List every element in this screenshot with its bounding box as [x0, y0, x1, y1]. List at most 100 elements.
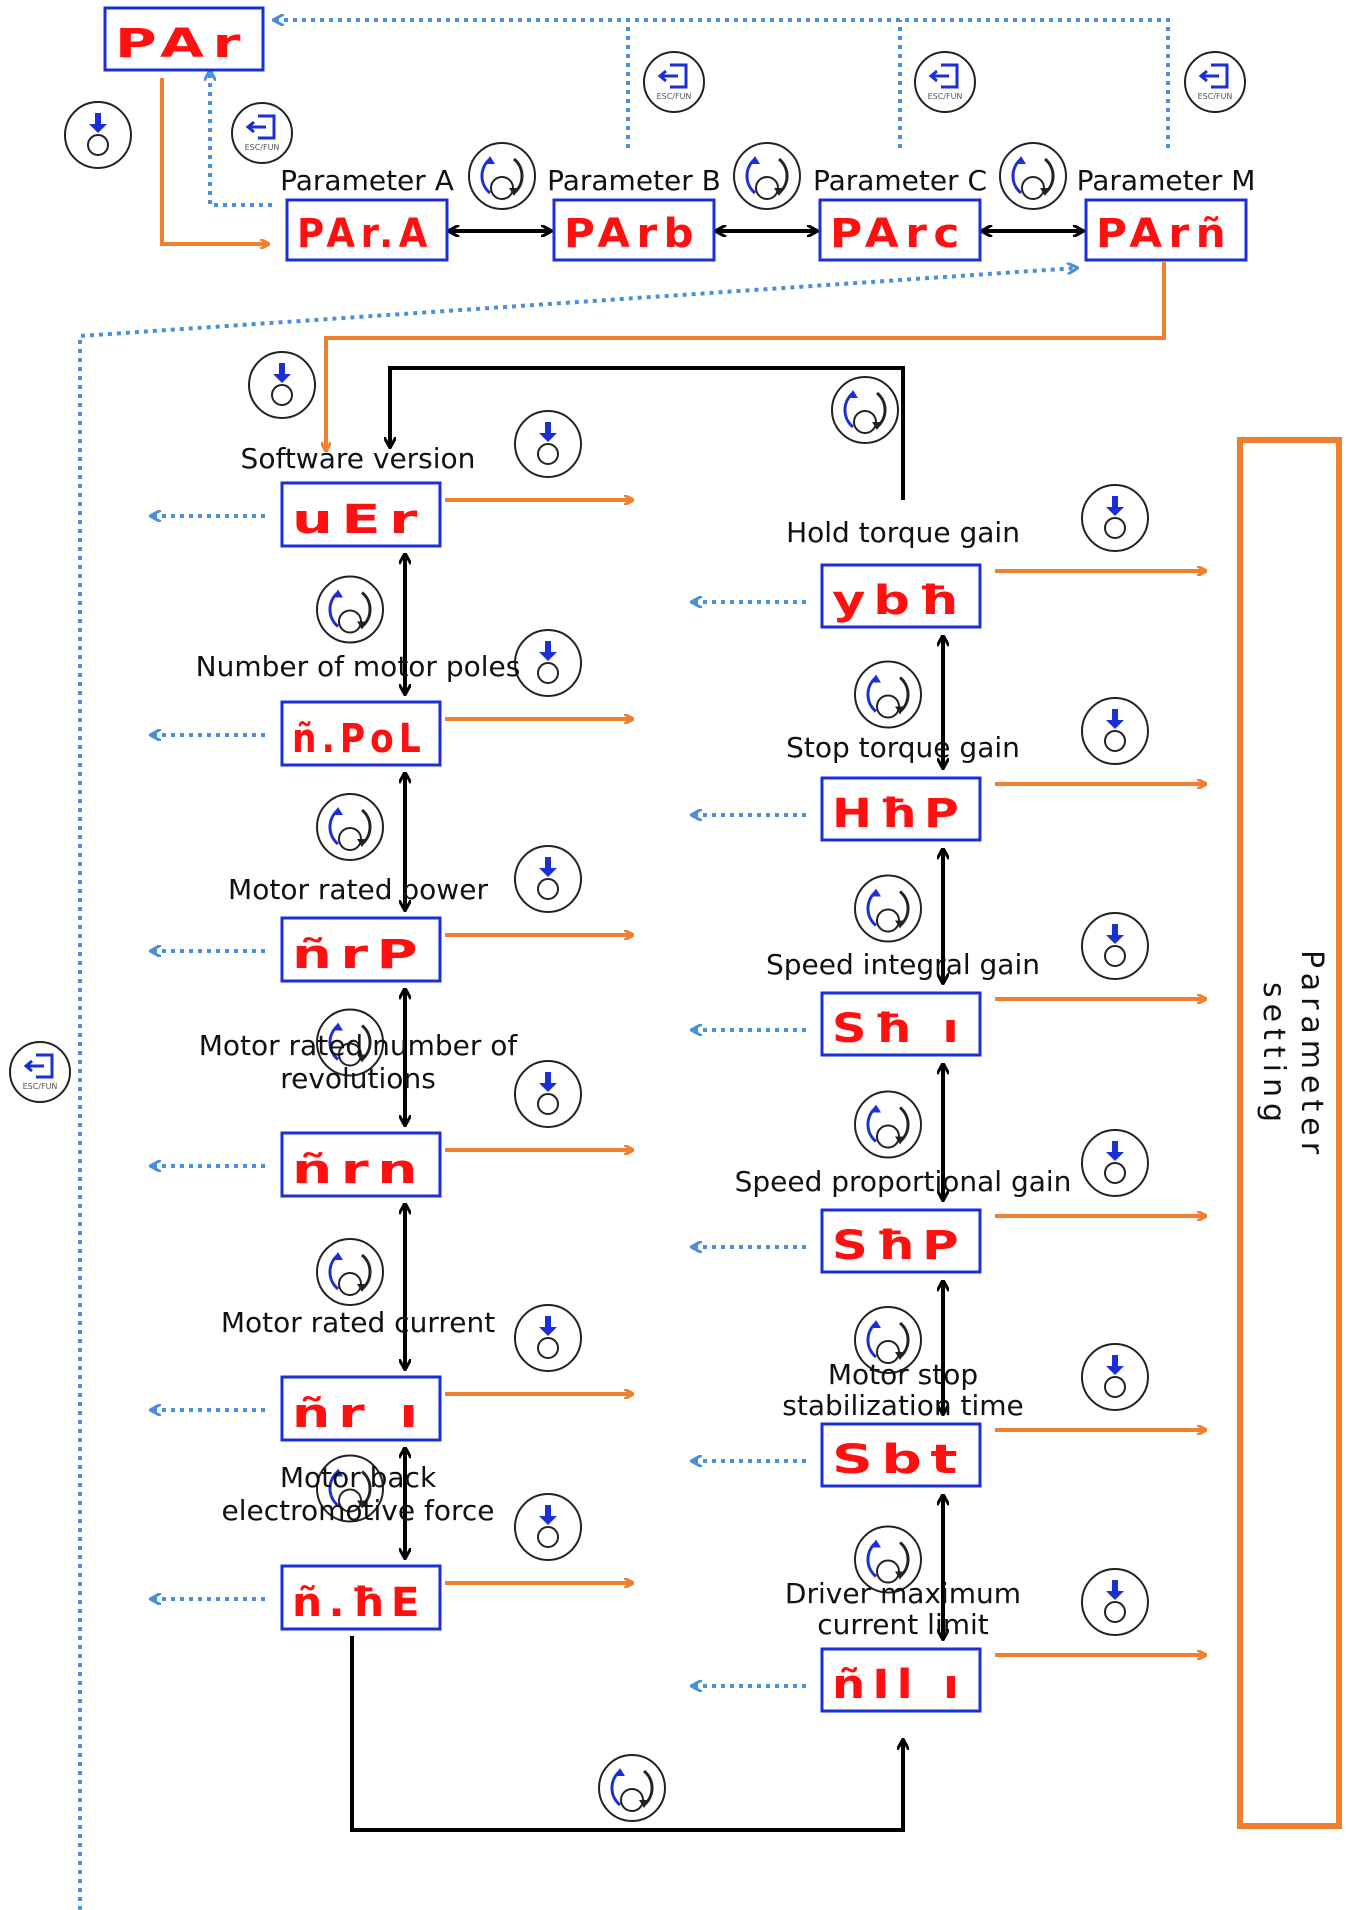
left-param-0-rotate-icon: [316, 575, 384, 644]
right-param-1-press-icon: [1081, 697, 1149, 765]
display-group-2[interactable]: PArc: [818, 198, 982, 262]
right-param-2-display-frame: [820, 991, 982, 1057]
display-group-3-frame: [1084, 198, 1248, 262]
left-param-3-label-1: Motor rated number of: [199, 1029, 519, 1062]
left-param-0-press-icon: [514, 410, 582, 478]
right-param-4-display[interactable]: Sbt: [820, 1422, 982, 1488]
back-to-par-line: [210, 72, 272, 207]
display-par-value: PAr: [115, 21, 249, 67]
left-param-3-rotate-icon: [316, 1238, 384, 1306]
loop-top: [390, 366, 905, 500]
esc-fun-label: ESC/FUN: [657, 92, 692, 101]
right-param-2-press-icon: [1081, 912, 1149, 980]
left-param-5-display-frame: [280, 1564, 442, 1631]
left-param-1-display[interactable]: ñ.PoL: [280, 700, 442, 767]
left-param-5-label-1: Motor back: [280, 1461, 437, 1494]
left-param-5-label-2: electromotive force: [222, 1494, 495, 1527]
esc-fun-label: ESC/FUN: [245, 143, 280, 152]
right-param-0-press-icon: [1081, 484, 1149, 552]
rotate-icon-top-loop: [831, 376, 899, 444]
esc-icon-c: ESC/FUN: [914, 51, 976, 113]
rotate-icon-ab: [468, 142, 536, 210]
right-param-5-press-icon: [1081, 1568, 1149, 1636]
left-param-2-display-value: ñrP: [292, 932, 426, 978]
connector-lines: [78, 20, 1205, 1910]
press-icon-enter-list: [248, 351, 316, 419]
enter-par-arrow: [160, 78, 268, 244]
right-param-5-display[interactable]: ñIl ı: [820, 1647, 982, 1713]
right-param-4-display-value: Sbt: [832, 1437, 966, 1483]
group-label-2: Parameter C: [813, 164, 987, 197]
right-param-1-display-value: HħP: [832, 791, 966, 837]
right-param-4-display-frame: [820, 1422, 982, 1488]
right-param-3-rotate-icon: [854, 1306, 922, 1374]
left-param-3-press-icon: [514, 1060, 582, 1128]
loop-bottom: [350, 1636, 903, 1832]
right-param-1-display[interactable]: HħP: [820, 776, 982, 842]
esc-fun-label: ESC/FUN: [928, 92, 963, 101]
left-param-4-display[interactable]: ñr ı: [280, 1375, 442, 1442]
right-param-0-display-value: ybħ: [832, 578, 966, 624]
right-param-3-label: Speed proportional gain: [735, 1165, 1072, 1198]
group-label-0: Parameter A: [280, 164, 454, 197]
right-param-3-display-frame: [820, 1208, 982, 1274]
left-param-1-label: Number of motor poles: [196, 650, 521, 683]
esc-fun-label: ESC/FUN: [23, 1082, 58, 1091]
right-param-0-display[interactable]: ybħ: [820, 563, 982, 629]
right-param-4-label-1: Motor stop: [828, 1358, 978, 1391]
left-param-4-rotate-icon: [316, 1454, 384, 1523]
display-group-1-frame: [552, 198, 716, 262]
esc-icon-left: ESC/FUN: [9, 1041, 71, 1103]
right-param-2-display-value: Sħ ı: [832, 1006, 966, 1052]
right-param-0-label: Hold torque gain: [786, 516, 1020, 549]
left-param-3-label-2: revolutions: [280, 1062, 436, 1095]
left-param-5-display[interactable]: ñ.ħE: [280, 1564, 442, 1631]
left-param-2-press-icon: [514, 845, 582, 913]
left-param-4-press-icon: [514, 1304, 582, 1372]
right-param-3-display-value: SħP: [832, 1223, 966, 1269]
left-param-0-label: Software version: [241, 442, 476, 475]
parameter-setting-frame: [1237, 437, 1342, 1829]
display-group-1[interactable]: PArb: [552, 198, 716, 262]
left-param-4-label: Motor rated current: [221, 1306, 495, 1339]
group-label-3: Parameter M: [1077, 164, 1256, 197]
right-param-1-label: Stop torque gain: [786, 731, 1020, 764]
esc-icon-a: ESC/FUN: [231, 102, 293, 164]
display-group-3-value: PArñ: [1096, 211, 1232, 257]
press-icon-top: [64, 101, 132, 169]
esc-icon-b: ESC/FUN: [643, 51, 705, 113]
right-param-1-display-frame: [820, 776, 982, 842]
left-param-2-display[interactable]: ñrP: [280, 916, 442, 983]
left-param-2-label: Motor rated power: [228, 873, 488, 906]
rotate-icon-bc: [733, 142, 801, 210]
left-param-4-display-value: ñr ı: [292, 1391, 426, 1437]
left-param-3-display-frame: [280, 1131, 442, 1198]
display-group-1-value: PArb: [564, 211, 700, 257]
display-group-3[interactable]: PArñ: [1084, 198, 1248, 262]
right-param-1-rotate-icon: [854, 874, 922, 943]
left-param-1-press-icon: [514, 629, 582, 697]
left-param-5-display-value: ñ.ħE: [292, 1580, 426, 1626]
left-param-3-display[interactable]: ñrn: [280, 1131, 442, 1198]
rotate-icon-bottom: [598, 1754, 666, 1822]
left-param-0-display-frame: [280, 481, 442, 548]
parameter-setting-label-2: setting: [1256, 982, 1291, 1128]
display-par[interactable]: PAr: [103, 6, 265, 72]
right-param-3-press-icon: [1081, 1129, 1149, 1197]
left-param-5-press-icon: [514, 1493, 582, 1561]
enter-param-m-arrow: [326, 262, 1166, 450]
display-group-0-value: PAr.A: [297, 211, 433, 257]
knob-icons: ESC/FUN ESC/FUN ESC/FUN ESC/FUN ESC/FUN: [9, 51, 1246, 1822]
esc-icon-m: ESC/FUN: [1184, 51, 1246, 113]
right-param-2-display[interactable]: Sħ ı: [820, 991, 982, 1057]
right-param-0-display-frame: [820, 563, 982, 629]
left-param-4-display-frame: [280, 1375, 442, 1442]
right-param-2-label: Speed integral gain: [766, 948, 1040, 981]
left-param-0-display[interactable]: uEr: [280, 481, 442, 548]
left-param-3-display-value: ñrn: [292, 1147, 426, 1193]
return-line-left: [78, 268, 1076, 1910]
display-group-0[interactable]: PAr.A: [285, 198, 449, 262]
right-param-3-display[interactable]: SħP: [820, 1208, 982, 1274]
